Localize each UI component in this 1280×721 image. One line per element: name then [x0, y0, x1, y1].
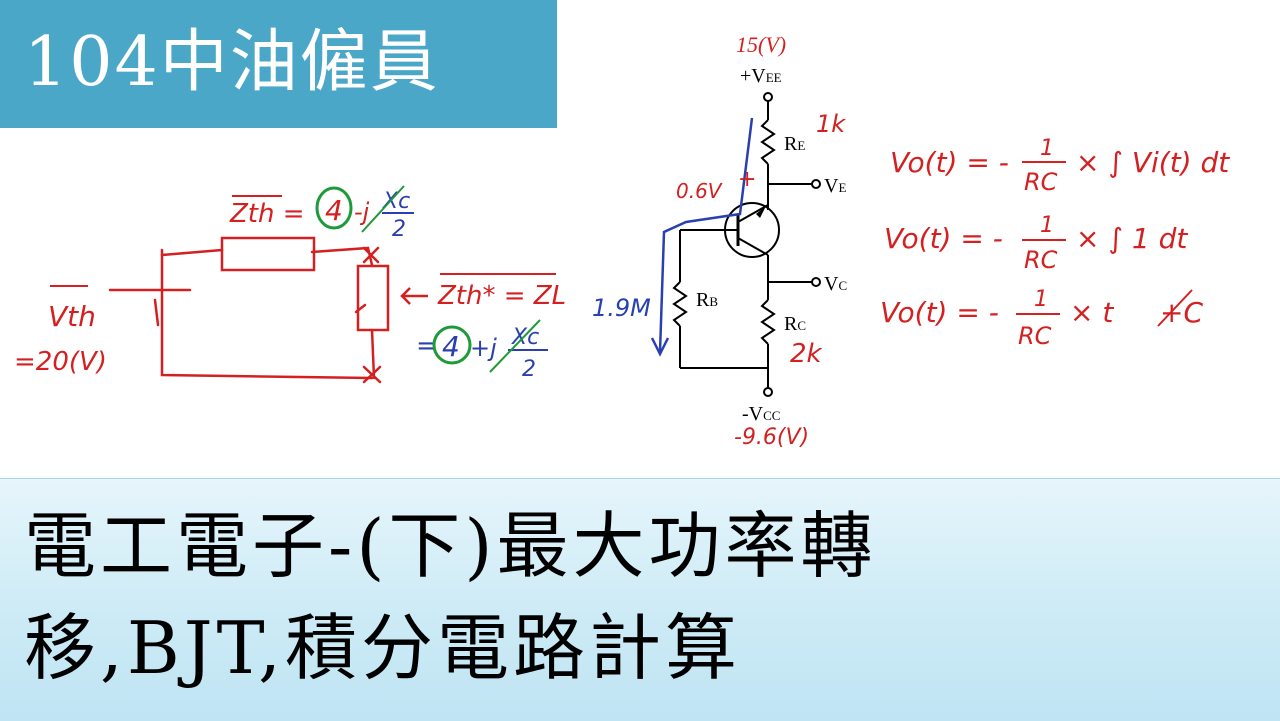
arrow-to-load	[400, 287, 428, 305]
vc-label: VC	[824, 273, 847, 295]
eq3-left: Vo(t) = -	[880, 296, 999, 329]
kvl-loop-arrow	[658, 117, 754, 353]
rb-value: 1.9M	[592, 294, 651, 322]
eq3-den: RC	[1018, 322, 1052, 350]
vcc-label: -VCC	[742, 403, 780, 425]
zl-xc-cancel	[489, 319, 541, 373]
zl-xc-den: 2	[522, 357, 536, 382]
rc-value: 2k	[790, 339, 823, 369]
zl-real-value: 4	[442, 330, 460, 363]
eq2-num: 1	[1040, 213, 1054, 238]
re-label: RE	[784, 133, 805, 155]
zth-xc-cancel	[361, 185, 405, 233]
eq3-num: 1	[1034, 287, 1048, 312]
eq2-den: RC	[1024, 246, 1058, 274]
eq1-right: × ∫ Vi(t) dt	[1076, 146, 1230, 179]
eq1-left: Vo(t) = -	[890, 146, 1009, 179]
load-impedance-box	[356, 264, 390, 332]
re-value: 1k	[816, 110, 846, 138]
bjt-circuit-wires	[672, 92, 821, 397]
eq3-right: × t	[1070, 296, 1114, 329]
thevenin-circuit	[108, 246, 382, 384]
zth-real-value: 4	[325, 194, 343, 227]
vth-value: =20(V)	[14, 347, 107, 377]
eq2-left: Vo(t) = -	[884, 222, 1003, 255]
subtitle-line-2: 移,BJT,積分電路計算	[24, 606, 741, 690]
zl-real-circle	[432, 325, 472, 365]
zth-xc: Xc	[382, 189, 410, 214]
eq3-cancel-stroke	[1157, 289, 1193, 327]
vbe-plus: +	[738, 167, 756, 192]
rc-label: RC	[784, 313, 806, 335]
page-title: 104中油僱員	[24, 23, 440, 102]
ve-label: VE	[824, 175, 846, 197]
rb-label: RB	[696, 289, 718, 311]
zth-real-circle	[315, 186, 353, 230]
eq2-right: × ∫ 1 dt	[1076, 222, 1188, 255]
zl-equals: =	[416, 331, 438, 361]
subtitle-panel: 電工電子-(下)最大功率轉 移,BJT,積分電路計算	[0, 478, 1280, 721]
title-banner: 104中油僱員	[0, 0, 557, 128]
thevenin-impedance-box	[220, 236, 316, 272]
zth-label: Zth =	[229, 199, 305, 229]
zth-imag-part: -j	[354, 198, 370, 226]
emitter-arrow	[756, 206, 766, 218]
vcc-value: -9.6(V)	[734, 425, 809, 450]
subtitle-line-1: 電工電子-(下)最大功率轉	[24, 504, 877, 588]
vee-label: +VEE	[740, 65, 782, 87]
zl-imag-part: +j	[470, 334, 497, 362]
kvl-arrowhead	[650, 337, 670, 357]
integrator-equations: Vo(t) = - 1 RC × ∫ Vi(t) dt Vo(t) = - 1 …	[880, 136, 1230, 350]
eq1-den: RC	[1024, 168, 1058, 196]
zth-xc-den: 2	[392, 217, 406, 242]
vbe-value: 0.6V	[676, 179, 723, 203]
vee-value: 15(V)	[736, 32, 786, 57]
zth-conj-label: Zth* = ZL	[437, 281, 566, 311]
vth-label: Vth	[48, 300, 96, 333]
whiteboard-canvas: Zth = 4 -j Xc 2 Vth =20(V) Zth* = ZL = 4…	[14, 32, 1230, 450]
eq1-num: 1	[1040, 136, 1054, 161]
